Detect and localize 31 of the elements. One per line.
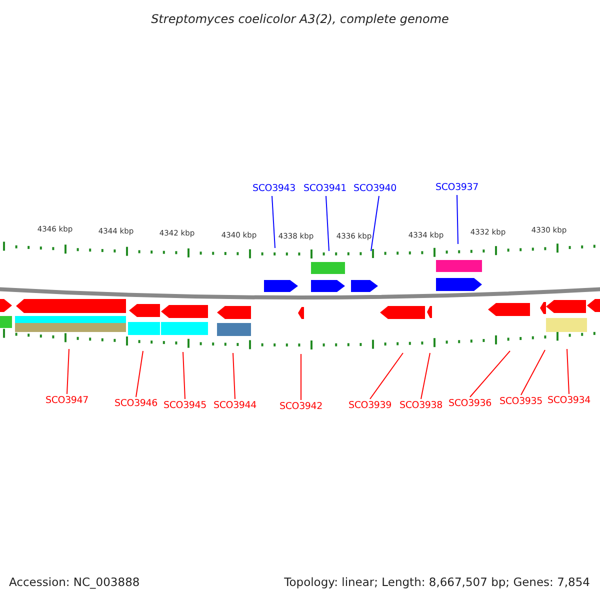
gene-label: SCO3936 — [448, 398, 492, 410]
gene-label: SCO3941 — [304, 183, 346, 195]
gene-label: SCO3938 — [400, 400, 442, 412]
leader-line — [370, 352, 404, 400]
leader-line — [520, 350, 546, 396]
gene-label: SCO3937 — [436, 182, 478, 194]
leader-line — [136, 350, 144, 398]
gene-label: SCO3947 — [46, 395, 88, 407]
leader-line — [300, 354, 302, 400]
leader-line — [66, 348, 70, 394]
gene-label: SCO3943 — [252, 183, 296, 195]
leader-line — [470, 350, 510, 398]
leader-line — [182, 352, 186, 400]
gene-label: SCO3940 — [354, 183, 396, 195]
leader-line — [566, 348, 570, 394]
leader-line — [232, 352, 236, 400]
gene-label: SCO3944 — [214, 400, 256, 412]
gene-label: SCO3945 — [164, 400, 206, 412]
leader-line — [370, 196, 380, 252]
genome-info-note: Topology: linear; Length: 8,667,507 bp; Genes: 7,854 — [284, 574, 590, 591]
gene-label: SCO3934 — [548, 395, 590, 407]
leader-line — [420, 352, 430, 400]
gene-label: SCO3939 — [348, 400, 392, 412]
leader-line — [456, 194, 458, 244]
diagram-title: Streptomyces coelicolor A3(2), complete genome — [150, 11, 450, 28]
leader-line — [326, 196, 330, 252]
leader-line — [272, 196, 276, 248]
gene-label: SCO3935 — [500, 396, 542, 408]
gene-label: SCO3942 — [280, 401, 322, 413]
accession-note: Accession: NC_003888 — [9, 574, 140, 591]
gene-label: SCO3946 — [114, 398, 158, 410]
